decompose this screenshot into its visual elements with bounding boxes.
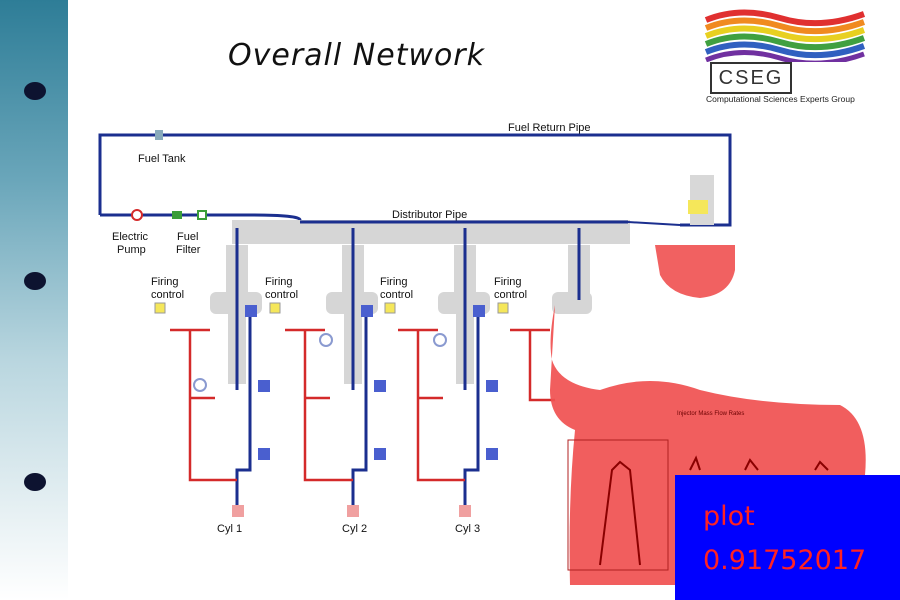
slide-sidebar bbox=[0, 0, 68, 600]
cylinder-label-3: Cyl 3 bbox=[455, 523, 480, 535]
filter-label-line2: Filter bbox=[176, 244, 201, 256]
distributor-pipe bbox=[100, 213, 681, 244]
slide-title: Overall Network bbox=[228, 38, 486, 73]
firing-control-label-2a: Firing bbox=[265, 276, 293, 288]
injector-column-4 bbox=[497, 228, 592, 402]
bullet-point bbox=[24, 473, 46, 491]
tank-icon bbox=[155, 130, 163, 140]
logo-wordmark: CSEG bbox=[710, 62, 792, 94]
distributor-pipe-label: Distributor Pipe bbox=[392, 209, 467, 221]
overlay-score: 0.91752017 bbox=[703, 545, 867, 576]
cylinder-label-1: Cyl 1 bbox=[217, 523, 242, 535]
pump-icon bbox=[131, 209, 143, 221]
overlay-label: plot bbox=[703, 501, 755, 532]
highlight-region-plot bbox=[550, 305, 866, 585]
firing-control-label-3a: Firing bbox=[380, 276, 408, 288]
firing-control-label-1a: Firing bbox=[151, 276, 179, 288]
firing-control-label-2b: control bbox=[265, 289, 298, 301]
cylinder-label-2: Cyl 2 bbox=[342, 523, 367, 535]
fuel-tank-label: Fuel Tank bbox=[138, 153, 186, 165]
injector-column-2 bbox=[269, 228, 386, 517]
firing-control-label-4b: control bbox=[494, 289, 527, 301]
firing-control-label-4a: Firing bbox=[494, 276, 522, 288]
injector-column-1 bbox=[154, 228, 270, 517]
score-overlay: plot 0.91752017 bbox=[675, 475, 900, 600]
pressure-regulator bbox=[688, 175, 714, 225]
injector-column-3 bbox=[384, 228, 498, 517]
return-pipe-label: Fuel Return Pipe bbox=[508, 122, 591, 134]
highlight-region-regulator bbox=[655, 245, 735, 298]
filter-icon bbox=[172, 210, 207, 220]
logo-waves bbox=[704, 9, 866, 66]
pump-label-line1: Electric bbox=[112, 231, 149, 243]
filter-label-line1: Fuel bbox=[177, 231, 198, 243]
bullet-point bbox=[24, 272, 46, 290]
firing-control-label-1b: control bbox=[151, 289, 184, 301]
inset-plot-title: Injector Mass Flow Rates bbox=[677, 411, 744, 417]
cseg-logo: CSEG Computational Sciences Experts Grou… bbox=[700, 6, 870, 106]
inset-plot: Injector Mass Flow Rates bbox=[567, 411, 829, 571]
bullet-point bbox=[24, 82, 46, 100]
logo-subtitle: Computational Sciences Experts Group bbox=[706, 94, 855, 104]
firing-control-label-3b: control bbox=[380, 289, 413, 301]
pump-label-line2: Pump bbox=[117, 244, 146, 256]
